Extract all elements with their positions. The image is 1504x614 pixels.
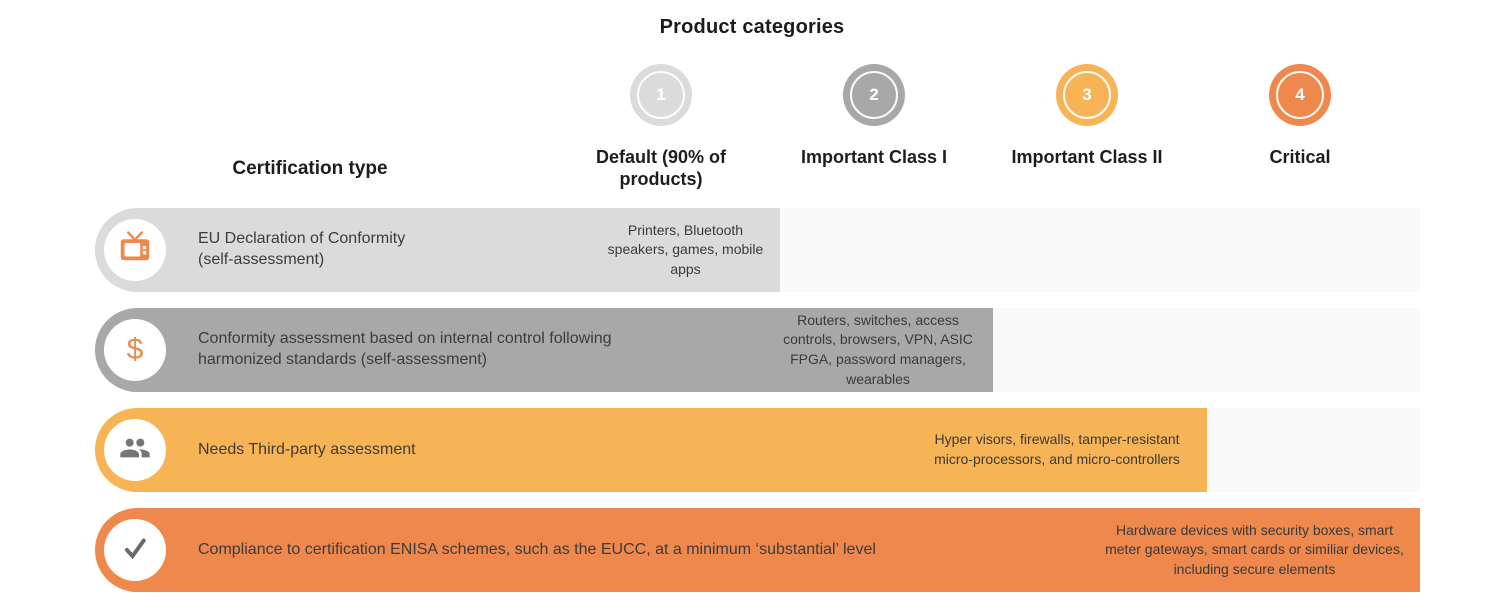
table-row-third-party: Needs Third-party assessment Hyper visor… bbox=[0, 408, 1504, 492]
row-icon-badge bbox=[104, 219, 166, 281]
category-number: 4 bbox=[1295, 85, 1305, 104]
row-bar bbox=[95, 408, 1207, 492]
row-label: EU Declaration of Conformity (self-asses… bbox=[198, 230, 406, 268]
category-badge-2: 2 bbox=[843, 64, 905, 126]
category-label-important-class-1: Important Class I bbox=[800, 147, 948, 167]
category-number: 2 bbox=[869, 85, 879, 104]
table-row-eu-declaration: EU Declaration of Conformity (self-asses… bbox=[0, 208, 1504, 292]
row-products-cell: Routers, switches, access controls, brow… bbox=[783, 311, 973, 387]
people-icon bbox=[119, 432, 151, 469]
row-bar bbox=[95, 508, 1420, 592]
category-badge-ring bbox=[850, 71, 898, 119]
row-icon-badge bbox=[104, 519, 166, 581]
category-badge-3: 3 bbox=[1056, 64, 1118, 126]
category-number: 3 bbox=[1082, 85, 1092, 104]
category-number: 1 bbox=[656, 85, 666, 104]
category-badge-ring bbox=[1063, 71, 1111, 119]
row-label: Compliance to certification ENISA scheme… bbox=[198, 540, 876, 558]
row-label: Conformity assessment based on internal … bbox=[198, 330, 612, 368]
category-label-default: Default (90% of products) bbox=[595, 147, 727, 189]
row-icon-badge: $ bbox=[104, 319, 166, 381]
row-track bbox=[780, 208, 1420, 292]
certification-type-header: Certification type bbox=[232, 158, 388, 179]
dollar-icon: $ bbox=[126, 333, 144, 366]
check-icon bbox=[120, 533, 150, 568]
row-icon-badge bbox=[104, 419, 166, 481]
row-products-cell: Printers, Bluetooth speakers, games, mob… bbox=[607, 221, 764, 277]
page-title: Product categories bbox=[659, 16, 845, 38]
row-track bbox=[993, 308, 1420, 392]
category-badge-ring bbox=[1276, 71, 1324, 119]
row-track bbox=[1207, 408, 1420, 492]
tv-icon bbox=[117, 231, 153, 269]
row-products-cell: Hyper visors, firewalls, tamper-resistan… bbox=[934, 431, 1180, 467]
row-label: Needs Third-party assessment bbox=[198, 440, 416, 458]
category-label-important-class-2: Important Class II bbox=[1011, 147, 1163, 167]
table-row-enisa-compliance: Compliance to certification ENISA scheme… bbox=[0, 508, 1504, 592]
category-badge-4: 4 bbox=[1269, 64, 1331, 126]
category-label-critical: Critical bbox=[1269, 147, 1331, 167]
row-bar bbox=[95, 308, 993, 392]
category-badge-1: 1 bbox=[630, 64, 692, 126]
row-bar bbox=[95, 208, 780, 292]
category-badge-ring bbox=[637, 71, 685, 119]
row-products-cell: Hardware devices with security boxes, sm… bbox=[1105, 521, 1404, 577]
table-row-internal-control: $ Conformity assessment based on interna… bbox=[0, 308, 1504, 392]
